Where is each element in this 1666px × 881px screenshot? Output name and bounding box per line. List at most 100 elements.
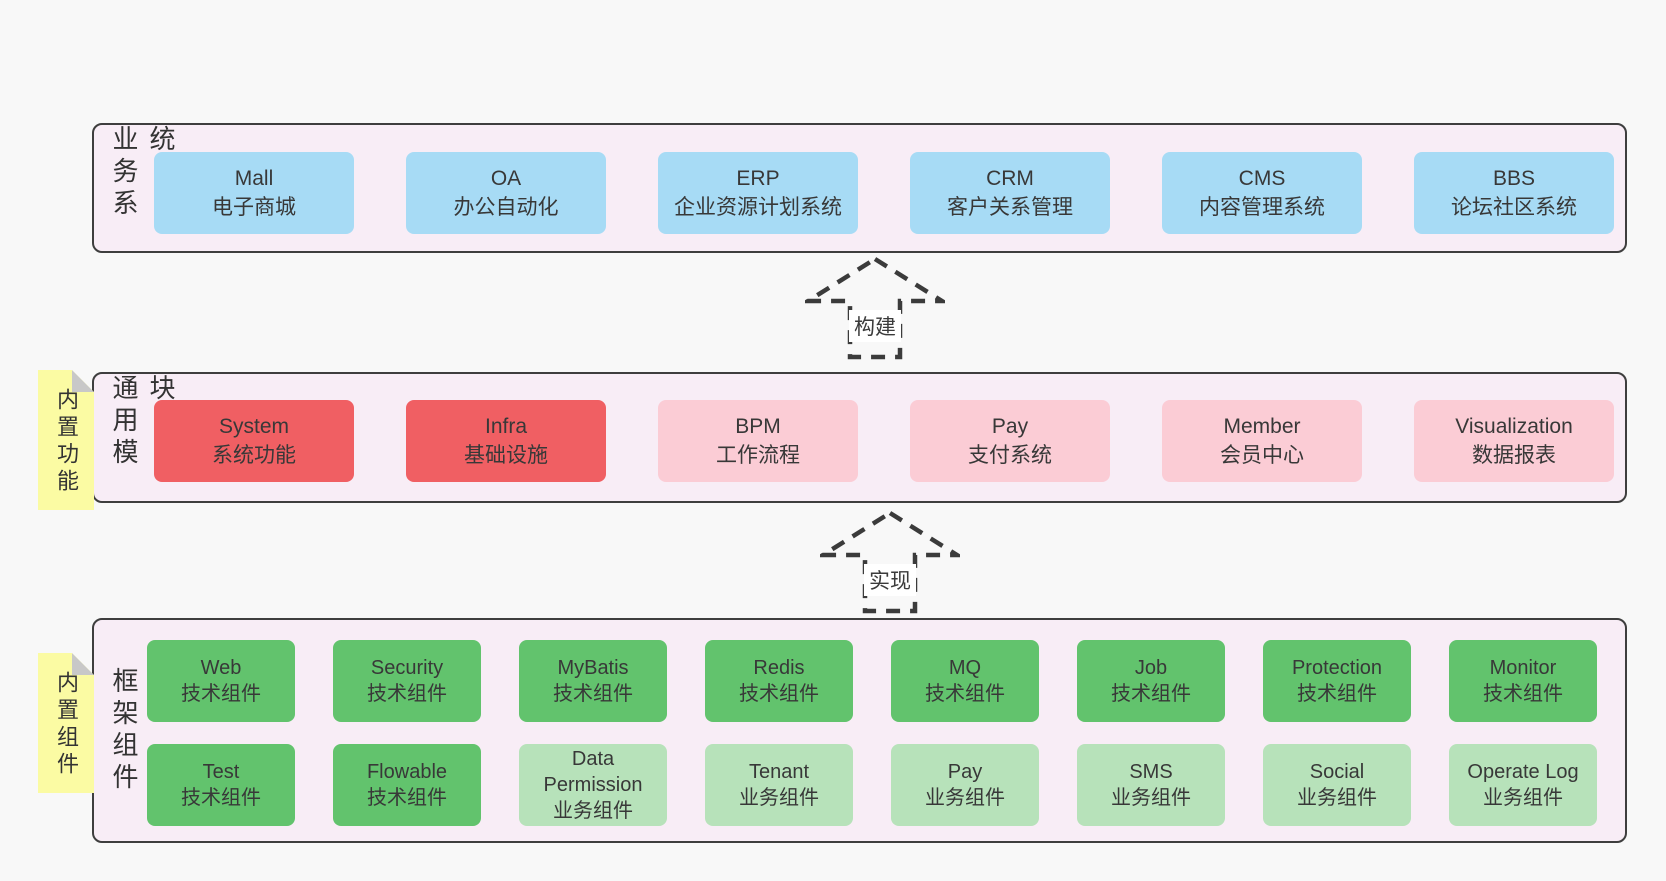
box-title: SMS xyxy=(1129,761,1173,783)
note-built-in-components: 内置组件 xyxy=(38,653,94,793)
layer-framework-components: 框架组件 Web 技术组件 Security 技术组件 MyBatis 技术组件… xyxy=(92,618,1627,843)
box-title: Data Permission xyxy=(543,748,643,796)
box-title: Social xyxy=(1309,761,1365,783)
box-title: MQ xyxy=(948,657,982,679)
box-subtitle: 技术组件 xyxy=(739,683,819,705)
box-title: Test xyxy=(202,761,240,783)
box-title: Infra xyxy=(484,415,528,438)
box-subtitle: 技术组件 xyxy=(367,683,447,705)
box-operate-log: Operate Log 业务组件 xyxy=(1449,744,1597,826)
box-title: Redis xyxy=(753,657,805,679)
box-infra: Infra 基础设施 xyxy=(406,400,606,482)
box-title: BPM xyxy=(735,415,781,438)
box-cms: CMS 内容管理系统 xyxy=(1162,152,1362,234)
box-subtitle: 会员中心 xyxy=(1220,444,1304,467)
box-title: Pay xyxy=(991,415,1029,438)
framework-box-row-1: Web 技术组件 Security 技术组件 MyBatis 技术组件 Redi… xyxy=(147,640,1597,722)
box-pay-module: Pay 支付系统 xyxy=(910,400,1110,482)
layer-framework-label: 框架组件 xyxy=(109,666,139,795)
box-title: Protection xyxy=(1291,657,1383,679)
box-redis: Redis 技术组件 xyxy=(705,640,853,722)
box-bbs: BBS 论坛社区系统 xyxy=(1414,152,1614,234)
box-job: Job 技术组件 xyxy=(1077,640,1225,722)
box-subtitle: 技术组件 xyxy=(1483,683,1563,705)
up-arrow-icon xyxy=(820,510,960,614)
layer-label-wrap: 框架组件 xyxy=(106,620,143,841)
box-subtitle: 业务组件 xyxy=(1111,787,1191,809)
box-title: Tenant xyxy=(748,761,810,783)
box-subtitle: 内容管理系统 xyxy=(1199,196,1325,219)
box-subtitle: 技术组件 xyxy=(181,787,261,809)
box-title: CRM xyxy=(986,167,1034,190)
box-title: Pay xyxy=(947,761,983,783)
box-subtitle: 技术组件 xyxy=(367,787,447,809)
box-title: Job xyxy=(1134,657,1168,679)
box-subtitle: 论坛社区系统 xyxy=(1451,196,1577,219)
box-sms: SMS 业务组件 xyxy=(1077,744,1225,826)
folded-corner-icon xyxy=(72,370,94,392)
box-oa: OA 办公自动化 xyxy=(406,152,606,234)
box-subtitle: 数据报表 xyxy=(1472,444,1556,467)
box-web: Web 技术组件 xyxy=(147,640,295,722)
box-security: Security 技术组件 xyxy=(333,640,481,722)
box-subtitle: 电子商城 xyxy=(212,196,296,219)
folded-corner-icon xyxy=(72,653,94,675)
box-flowable: Flowable 技术组件 xyxy=(333,744,481,826)
box-title: Mall xyxy=(234,167,274,190)
box-erp: ERP 企业资源计划系统 xyxy=(658,152,858,234)
box-subtitle: 业务组件 xyxy=(1483,787,1563,809)
layer-business-label: 业务系统 xyxy=(109,125,176,221)
box-title: Security xyxy=(370,657,444,679)
box-subtitle: 基础设施 xyxy=(464,444,548,467)
business-box-row: Mall 电子商城 OA 办公自动化 ERP 企业资源计划系统 CRM 客户关系… xyxy=(154,152,1614,234)
box-test: Test 技术组件 xyxy=(147,744,295,826)
box-title: System xyxy=(218,415,289,438)
arrow-implement-label: 实现 xyxy=(864,564,916,596)
box-subtitle: 系统功能 xyxy=(212,444,296,467)
arrow-implement: 实现 xyxy=(820,510,960,614)
box-subtitle: 技术组件 xyxy=(1111,683,1191,705)
box-title: Web xyxy=(200,657,242,679)
box-subtitle: 技术组件 xyxy=(181,683,261,705)
box-member: Member 会员中心 xyxy=(1162,400,1362,482)
up-arrow-icon xyxy=(805,256,945,360)
note-text: 内置功能 xyxy=(54,388,79,496)
box-protection: Protection 技术组件 xyxy=(1263,640,1411,722)
box-subtitle: 技术组件 xyxy=(925,683,1005,705)
note-built-in-features: 内置功能 xyxy=(38,370,94,510)
box-data-permission: Data Permission 业务组件 xyxy=(519,744,667,826)
box-mall: Mall 电子商城 xyxy=(154,152,354,234)
box-subtitle: 技术组件 xyxy=(1297,683,1377,705)
box-title: MyBatis xyxy=(557,657,629,679)
box-visualization: Visualization 数据报表 xyxy=(1414,400,1614,482)
box-title: Member xyxy=(1223,415,1301,438)
layer-label-wrap: 业务系统 xyxy=(106,125,180,251)
box-title: ERP xyxy=(736,167,780,190)
box-bpm: BPM 工作流程 xyxy=(658,400,858,482)
modules-box-row: System 系统功能 Infra 基础设施 BPM 工作流程 Pay 支付系统… xyxy=(154,400,1614,482)
box-subtitle: 办公自动化 xyxy=(453,196,559,219)
box-pay-component: Pay 业务组件 xyxy=(891,744,1039,826)
box-mq: MQ 技术组件 xyxy=(891,640,1039,722)
box-subtitle: 企业资源计划系统 xyxy=(674,196,842,219)
box-subtitle: 业务组件 xyxy=(553,800,633,822)
layer-label-wrap: 通用模块 xyxy=(106,374,180,501)
box-subtitle: 技术组件 xyxy=(553,683,633,705)
box-tenant: Tenant 业务组件 xyxy=(705,744,853,826)
layer-modules-label: 通用模块 xyxy=(109,374,176,470)
box-title: Monitor xyxy=(1489,657,1557,679)
layer-common-modules: 通用模块 System 系统功能 Infra 基础设施 BPM 工作流程 Pay… xyxy=(92,372,1627,503)
box-mybatis: MyBatis 技术组件 xyxy=(519,640,667,722)
note-text: 内置组件 xyxy=(54,671,79,779)
box-title: OA xyxy=(490,167,522,190)
box-monitor: Monitor 技术组件 xyxy=(1449,640,1597,722)
box-title: BBS xyxy=(1492,167,1536,190)
box-subtitle: 工作流程 xyxy=(716,444,800,467)
box-social: Social 业务组件 xyxy=(1263,744,1411,826)
box-title: Flowable xyxy=(366,761,448,783)
box-title: Visualization xyxy=(1455,415,1573,438)
framework-box-row-2: Test 技术组件 Flowable 技术组件 Data Permission … xyxy=(147,744,1597,826)
box-crm: CRM 客户关系管理 xyxy=(910,152,1110,234)
box-subtitle: 业务组件 xyxy=(739,787,819,809)
